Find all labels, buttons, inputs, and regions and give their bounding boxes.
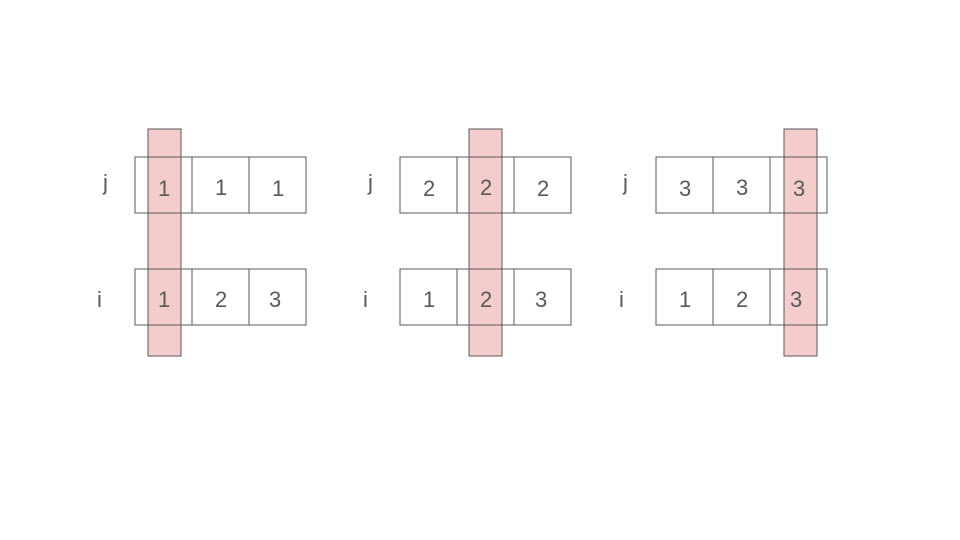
cell-value: 3 (790, 287, 802, 312)
row-label-i: i (619, 287, 624, 312)
row-label-j: j (367, 170, 373, 195)
row-label-i: i (97, 287, 102, 312)
cell-value: 3 (535, 287, 547, 312)
grid-cell (513, 156, 572, 214)
highlight-band (147, 128, 182, 357)
row-label-j: j (102, 170, 108, 195)
cell-value: 3 (269, 287, 281, 312)
grid-cell (248, 268, 307, 326)
row-label-j: j (622, 170, 628, 195)
panel-3: j 3 3 3 i 1 2 3 (619, 128, 828, 357)
cell-value: 2 (480, 287, 492, 312)
cell-value: 2 (480, 175, 492, 200)
cell-value: 2 (423, 176, 435, 201)
cell-value: 1 (679, 287, 691, 312)
grid-cell (513, 268, 572, 326)
row-label-i: i (363, 287, 368, 312)
cell-value: 2 (215, 287, 227, 312)
grid-cell (769, 156, 828, 214)
panel-2: j 2 2 2 i 1 2 3 (363, 128, 572, 357)
cell-value: 3 (793, 176, 805, 201)
panel-1: j 1 1 1 i 1 2 3 (97, 128, 307, 357)
cell-value: 3 (736, 175, 748, 200)
cell-value: 1 (158, 287, 170, 312)
cell-value: 1 (423, 287, 435, 312)
cell-value: 1 (215, 175, 227, 200)
grid-cell (248, 156, 307, 214)
cell-value: 1 (158, 176, 170, 201)
highlight-band (783, 128, 818, 357)
cell-value: 1 (272, 176, 284, 201)
cell-value: 2 (736, 287, 748, 312)
highlight-band (468, 128, 503, 357)
cell-value: 3 (679, 176, 691, 201)
grid-cell (769, 268, 828, 326)
cell-value: 2 (537, 176, 549, 201)
